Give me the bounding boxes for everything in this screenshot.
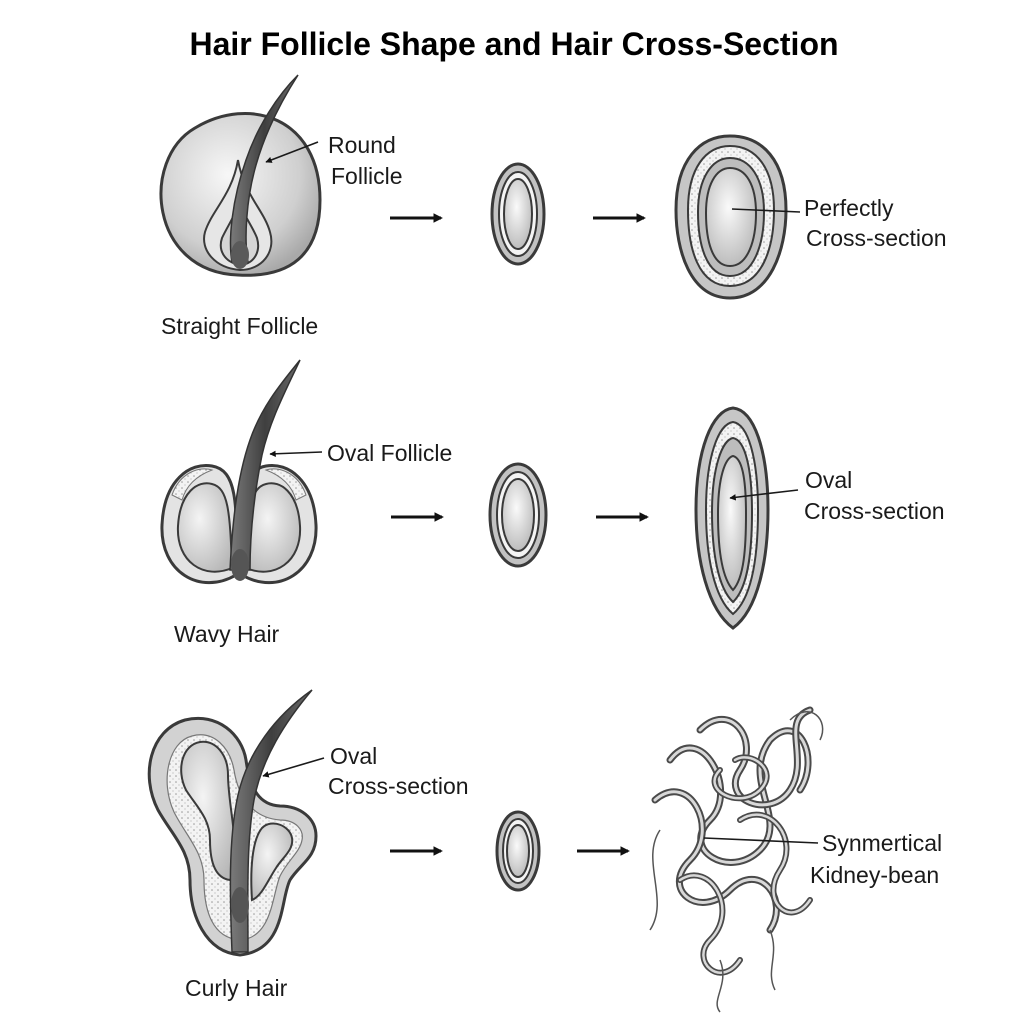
oval-follicle-label: Oval Follicle [327, 440, 452, 466]
wavy-hair-label: Wavy Hair [174, 621, 280, 647]
kidney-bean-leader [703, 837, 819, 844]
kidney-bean-label-line2: Kidney-bean [810, 862, 939, 888]
curly-follicle-label-line2: Cross-section [328, 773, 469, 799]
oval-cross-leader [729, 489, 799, 501]
small-cross-section-2 [488, 462, 548, 568]
curly-follicle-label-line1: Oval [330, 743, 377, 769]
curly-follicle-leader [262, 757, 325, 778]
row-curly: Oval Cross-section Curly Hair [147, 689, 942, 1013]
oval-follicle-leader [269, 450, 323, 457]
straight-follicle-label: Straight Follicle [161, 313, 318, 339]
curly-hair-tangle [649, 706, 824, 1013]
perfectly-label-line1: Perfectly [804, 195, 894, 221]
page-title: Hair Follicle Shape and Hair Cross-Secti… [189, 26, 838, 62]
round-follicle [159, 74, 322, 277]
large-cross-section-1 [674, 134, 788, 300]
curly-hair-label: Curly Hair [185, 975, 288, 1001]
kidney-bean-label-line1: Synmertical [822, 830, 942, 856]
curly-follicle [147, 689, 318, 957]
perfectly-leader [731, 208, 801, 213]
oval-cross-label-line1: Oval [805, 467, 852, 493]
round-follicle-leader [265, 141, 319, 163]
round-follicle-label-line1: Round [328, 132, 396, 158]
small-cross-section-1 [490, 162, 546, 266]
perfectly-label-line2: Cross-section [806, 225, 947, 251]
small-cross-section-3 [495, 810, 541, 892]
row-straight: Round Follicle Straight Follicle Perfect… [159, 74, 947, 339]
row-wavy: Oval Follicle Wavy Hair Oval Cross-secti… [160, 359, 945, 647]
round-follicle-label-line2: Follicle [331, 163, 403, 189]
oval-cross-label-line2: Cross-section [804, 498, 945, 524]
large-cross-section-2 [694, 406, 770, 630]
oval-follicle [160, 359, 318, 585]
